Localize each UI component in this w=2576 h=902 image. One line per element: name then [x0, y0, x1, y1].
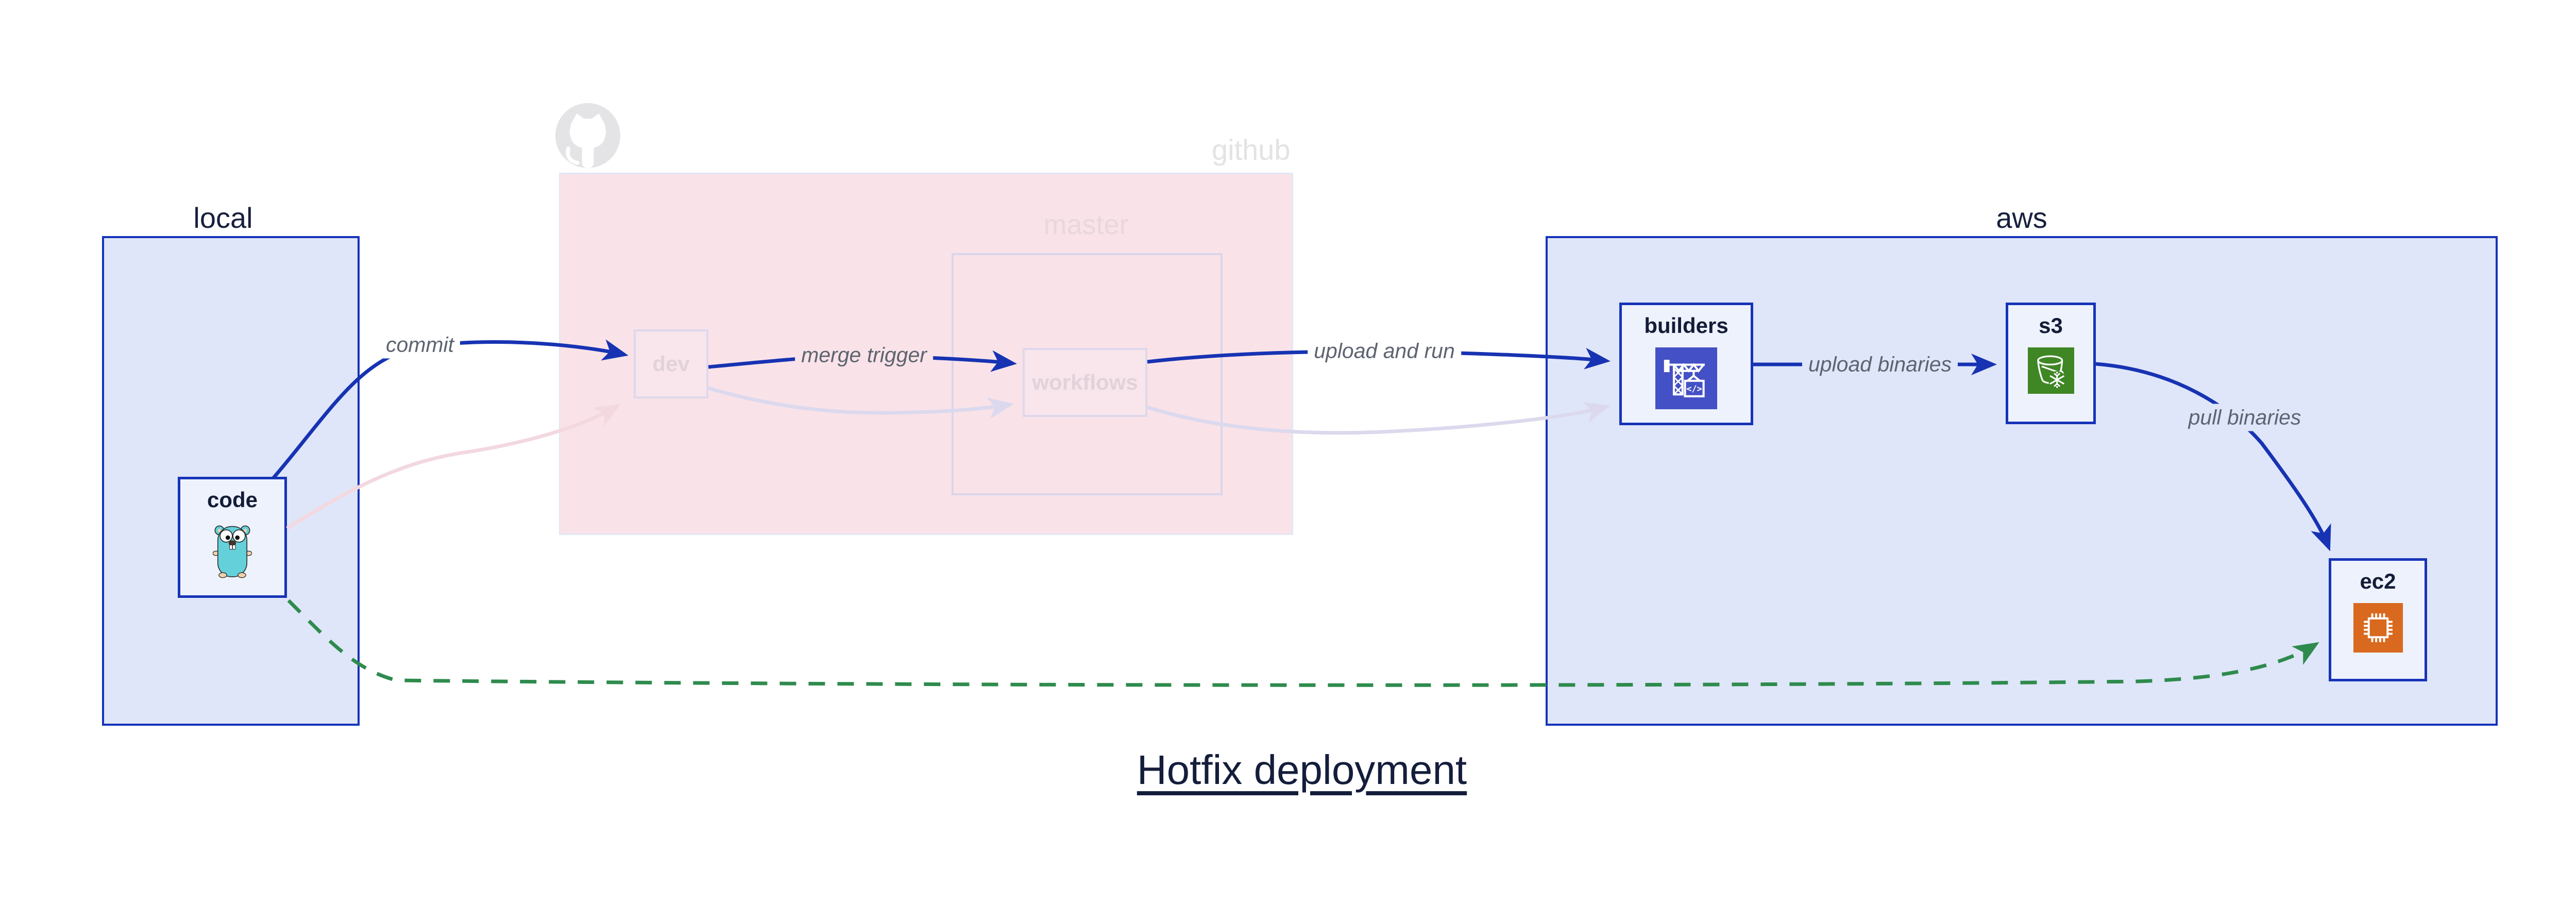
diagram-title: Hotfix deployment	[1137, 747, 1467, 793]
edge-label-commit: commit	[379, 331, 461, 359]
node-builders: builders </>	[1619, 303, 1753, 425]
aws-codebuild-icon: </>	[1655, 347, 1717, 409]
github-octocat-icon	[555, 103, 620, 168]
node-ec2-label: ec2	[2360, 569, 2396, 593]
region-aws-label: aws	[1996, 202, 2047, 234]
node-ec2: ec2	[2329, 558, 2427, 681]
region-master-label: master	[1043, 209, 1129, 240]
edge-label-upload-binaries: upload binaries	[1802, 350, 1958, 378]
region-github-label: github	[1212, 133, 1291, 166]
region-master	[952, 253, 1223, 495]
aws-ec2-chip-icon	[2353, 603, 2403, 653]
node-code-label: code	[207, 488, 258, 512]
aws-s3-glacier-bucket-icon	[2027, 347, 2074, 394]
edge-label-merge-trigger: merge trigger	[795, 341, 933, 369]
node-workflows: workflows	[1023, 348, 1147, 417]
go-gopher-icon	[213, 525, 252, 578]
node-dev-label: dev	[652, 352, 690, 376]
node-builders-label: builders	[1644, 313, 1728, 338]
svg-text:</>: </>	[1686, 383, 1702, 394]
edge-label-pull-binaries: pull binaries	[2182, 404, 2308, 431]
edge-label-upload-and-run: upload and run	[1308, 337, 1461, 365]
node-s3-label: s3	[2039, 313, 2063, 338]
node-workflows-label: workflows	[1032, 370, 1138, 394]
node-dev: dev	[634, 329, 708, 398]
node-code: code	[178, 477, 287, 598]
node-s3: s3	[2006, 303, 2096, 424]
region-local-label: local	[193, 202, 253, 234]
